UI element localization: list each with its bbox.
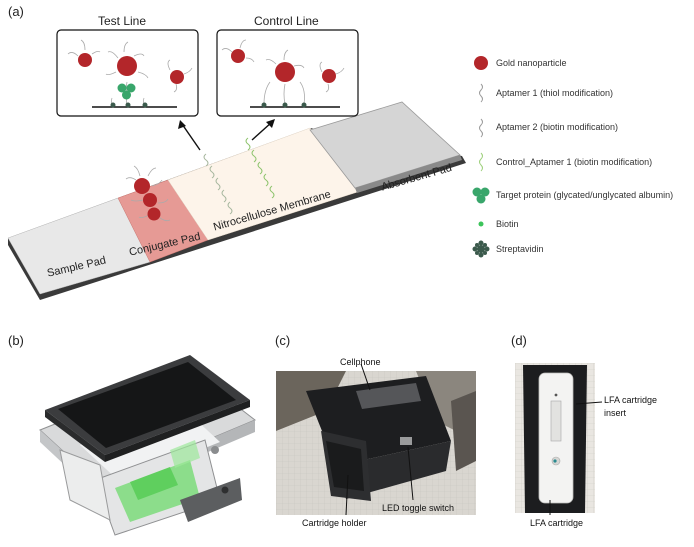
lfa-cartridge-label: LFA cartridge	[530, 518, 584, 528]
cartridge-holder-label: Cartridge holder	[302, 518, 367, 528]
aptamer-2-icon	[479, 118, 483, 138]
test-target-protein	[117, 83, 136, 100]
cellphone-label: Cellphone	[340, 357, 381, 367]
gold-nanoparticle-icon	[474, 56, 488, 70]
panel-label-d: (d)	[511, 333, 527, 348]
test-line-strip	[203, 153, 233, 215]
panel-label-c: (c)	[275, 333, 291, 348]
control-aptamer-icon	[479, 152, 483, 172]
legend-label-gold-nanoparticle: Gold nanoparticle	[496, 58, 567, 68]
lfa-insert-text: LFA cartridge insert	[604, 395, 658, 418]
target-protein-icon	[472, 187, 490, 204]
legend-label-control-aptamer: Control_Aptamer 1 (biotin modification)	[496, 157, 653, 167]
legend-label-target-protein: Target protein (glycated/unglycated albu…	[496, 190, 674, 200]
absorbent-pad-side	[355, 155, 462, 193]
biotin-icon	[478, 221, 484, 227]
streptavidin-icon	[472, 240, 490, 258]
cartridge-photo	[515, 363, 595, 513]
legend-label-streptavidin: Streptavidin	[496, 244, 544, 254]
led-switch-label: LED toggle switch	[382, 503, 455, 513]
device-render	[39, 355, 256, 536]
legend-label-aptamer-1: Aptamer 1 (thiol modification)	[496, 88, 614, 98]
lfa-insert-label: LFA cartridge insert	[604, 394, 657, 420]
lfa-strip-diagram	[7, 29, 490, 300]
control-line-title: Control Line	[254, 14, 319, 28]
photo-c-arrows	[345, 363, 414, 516]
test-line-title: Test Line	[98, 14, 147, 28]
aptamer-1-icon	[479, 83, 483, 103]
device-photo	[276, 371, 476, 515]
control-line-strip	[245, 137, 275, 199]
conjugate-nanoparticles	[125, 165, 171, 222]
panel-label-b: (b)	[8, 333, 24, 348]
legend-label-biotin: Biotin	[496, 219, 519, 229]
panel-label-a: (a)	[8, 4, 24, 19]
legend-label-aptamer-2: Aptamer 2 (biotin modification)	[496, 122, 619, 132]
photo-d-arrows	[549, 401, 603, 515]
